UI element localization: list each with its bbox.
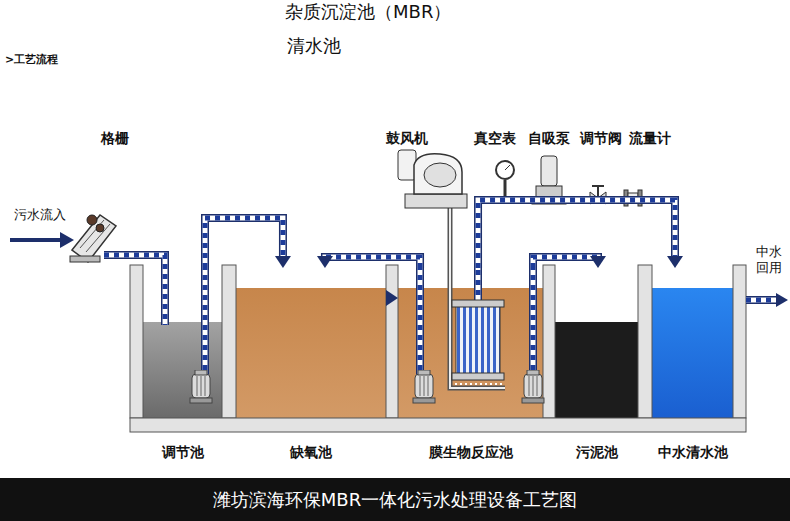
- arrow-head: [776, 293, 788, 307]
- tank-wall: [222, 265, 236, 418]
- tank: 调节池: [143, 268, 222, 418]
- tank-label: 污泥池: [576, 444, 618, 462]
- label: 流量计: [629, 130, 671, 148]
- membrane-module: [452, 300, 504, 384]
- inlet-arrow: [10, 238, 62, 242]
- vacuum-gauge: [496, 161, 514, 196]
- tank-wall: [543, 265, 555, 418]
- pipe-connector: [478, 200, 683, 268]
- label: 污水流入: [14, 206, 66, 224]
- arrow-head: [60, 232, 74, 248]
- tank: 缺氧池: [236, 268, 386, 418]
- tank: 膜生物反应池: [398, 268, 543, 418]
- tank: 中水清水池: [652, 268, 733, 418]
- arrow-head: [667, 256, 683, 268]
- caption: 潍坊滨海环保MBR一体化污水处理设备工艺图: [0, 488, 790, 512]
- submersible-pump: [190, 370, 212, 403]
- tank-label: 膜生物反应池: [429, 444, 513, 462]
- pipe: [205, 268, 533, 380]
- tank-wall: [733, 265, 746, 418]
- tank: 污泥池: [555, 268, 638, 418]
- label: 自吸泵: [528, 130, 570, 148]
- pipe-connector: [386, 290, 398, 306]
- label: 中水 回用: [756, 244, 784, 275]
- submersible-pump: [522, 370, 544, 403]
- pipe-connector: [533, 256, 606, 268]
- label: >工艺流程: [5, 52, 58, 67]
- water: [143, 322, 222, 418]
- label: 清水池: [287, 34, 341, 58]
- pipe-connector: [317, 256, 420, 268]
- tank-wall: [386, 265, 398, 418]
- outlet-pipe: [746, 296, 778, 304]
- arrow-head: [275, 256, 291, 268]
- water: [236, 288, 386, 418]
- caption-bar: [0, 478, 790, 521]
- tank-label: 调节池: [162, 444, 204, 462]
- label: 格栅: [101, 130, 129, 148]
- label: 真空表: [474, 130, 516, 148]
- blower-symbol: [398, 150, 467, 208]
- label: 鼓风机: [386, 130, 428, 148]
- pipe-connector: [205, 218, 291, 268]
- sludge: [555, 322, 638, 418]
- arrow-head: [590, 256, 606, 268]
- arrow-head: [386, 290, 398, 306]
- pipe: [104, 255, 165, 325]
- tank-wall: [638, 265, 652, 418]
- label: 调节阀: [580, 130, 622, 148]
- tank-label: 中水清水池: [658, 444, 728, 462]
- label: 杂质沉淀池（MBR）: [285, 0, 451, 24]
- water: [652, 288, 733, 418]
- arrow-head: [317, 256, 333, 268]
- tank-wall: [130, 265, 143, 418]
- tank-floor: [130, 418, 746, 432]
- submersible-pump: [413, 370, 435, 403]
- tank-label: 缺氧池: [290, 444, 332, 462]
